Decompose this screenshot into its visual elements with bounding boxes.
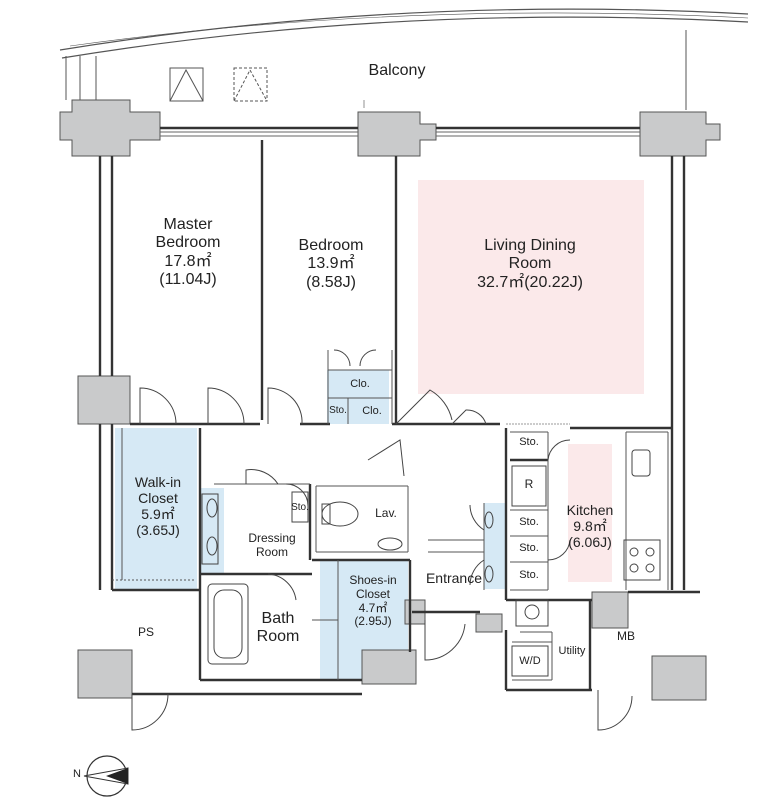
cooktop <box>623 539 661 581</box>
balcony-railing <box>59 8 749 59</box>
washer-box <box>511 645 549 677</box>
balcony-hatch <box>169 67 268 102</box>
shoes-in-closet-label: Shoes-in Closet 4.7㎡ (2.95J) <box>349 573 397 629</box>
storage-label-kitchen-3: Sto. <box>519 542 539 554</box>
storage-label-upper: Sto. <box>329 405 347 416</box>
walls <box>98 126 700 696</box>
windows <box>160 131 640 137</box>
structural-walls <box>59 99 721 701</box>
kitchen-label: Kitchen 9.8㎡ (6.06J) <box>566 502 614 551</box>
storage-label-dressing: Sto. <box>291 502 309 513</box>
refrigerator-box <box>511 465 547 507</box>
bath-room-label: Bath Room <box>256 610 300 646</box>
kitchen-sink <box>631 449 651 477</box>
ps-label: PS <box>137 625 154 639</box>
utility-label: Utility <box>558 645 586 657</box>
refrigerator-label: R <box>524 477 534 491</box>
bedroom-label: Bedroom 13.9㎡ (8.58J) <box>298 237 364 291</box>
fixtures <box>201 449 661 677</box>
mb-label: MB <box>617 629 635 643</box>
storage-label-kitchen-2: Sto. <box>519 516 539 528</box>
bathtub <box>207 583 249 665</box>
washer-dryer-label: W/D <box>519 655 541 667</box>
storage-label-kitchen-1: Sto. <box>519 436 539 448</box>
living-dining-floor <box>418 180 644 394</box>
lavatory-sink <box>377 537 403 551</box>
compass-icon <box>83 755 129 797</box>
balcony-label: Balcony <box>368 62 426 79</box>
living-dining-label: Living Dining Room 32.7㎡(20.22J) <box>477 237 583 291</box>
washbasin-utility <box>515 599 549 627</box>
kitchen-floor <box>568 444 612 582</box>
doors <box>131 349 633 731</box>
closet-label-upper: Clo. <box>350 378 370 390</box>
compass-label: N <box>73 768 81 780</box>
walk-in-closet-label: Walk-in Closet 5.9㎡ (3.65J) <box>134 474 182 539</box>
closet-label-lower: Clo. <box>362 405 382 417</box>
storage-label-kitchen-4: Sto. <box>519 569 539 581</box>
entrance-label: Entrance <box>425 570 483 586</box>
window-marks <box>363 100 570 425</box>
dressing-room-label: Dressing Room <box>248 531 296 559</box>
toilet <box>321 501 359 527</box>
lavatory-label: Lav. <box>375 506 397 520</box>
master-bedroom-label: Master Bedroom 17.8㎡ (11.04J) <box>155 216 221 289</box>
